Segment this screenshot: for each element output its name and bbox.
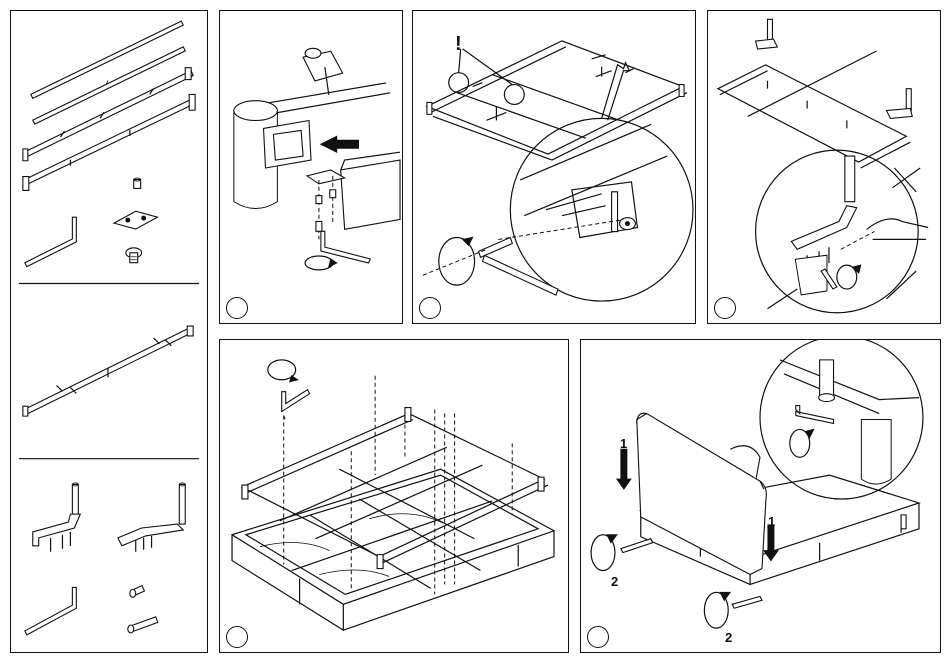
bed-frame-top <box>718 51 910 168</box>
warning-mark: ! <box>455 33 462 56</box>
magnify-callout <box>760 340 923 499</box>
side-rail-end <box>341 152 400 229</box>
hex-key-2 <box>25 587 76 635</box>
rotate-icon <box>268 360 298 382</box>
step-2-number-circle <box>419 297 441 319</box>
step-1-panel <box>219 10 403 324</box>
step-1-illustration <box>220 11 402 323</box>
rotate-icon <box>305 256 337 270</box>
step-5-number-circle <box>587 626 609 648</box>
step-5-label-turn-right: 2 <box>725 630 732 645</box>
step-2-illustration <box>413 11 695 323</box>
step-3-number-circle <box>714 297 736 319</box>
bracket-plate <box>114 211 158 229</box>
step-5-panel: 1 2 1 2 <box>580 339 941 653</box>
step-4-panel <box>219 339 569 653</box>
bracket-left <box>33 483 81 552</box>
step-1-number-circle <box>226 297 248 319</box>
down-arrow-left <box>617 449 631 489</box>
bolt-2 <box>130 586 145 598</box>
step-5-label-down-left: 1 <box>620 436 627 451</box>
step-4-illustration <box>220 340 568 652</box>
long-bolt <box>128 617 158 633</box>
bracket-right <box>118 483 185 552</box>
magnify-callout <box>756 150 919 313</box>
plate-and-bolts <box>307 170 345 239</box>
hex-key <box>25 217 76 266</box>
bracket-top-left <box>756 19 778 49</box>
magnify-callout <box>498 63 693 301</box>
down-arrow-right <box>764 525 778 561</box>
headboard-panel <box>637 413 767 574</box>
hand-icon <box>841 219 928 249</box>
hex-key <box>282 390 310 412</box>
parts-illustration <box>11 11 207 652</box>
rotate-icon-bottom <box>704 592 762 628</box>
bracket-top-right <box>886 89 912 119</box>
parts-panel <box>10 10 208 653</box>
rotate-icon-callout <box>790 429 814 457</box>
step-5-label-turn-left: 2 <box>611 574 618 589</box>
screw <box>126 248 142 263</box>
step-3-panel <box>707 10 941 324</box>
rail-pieces <box>486 67 611 121</box>
center-rail <box>23 326 193 416</box>
bed-frame-top <box>427 41 687 160</box>
step-2-panel: ! <box>412 10 696 324</box>
step-3-illustration <box>708 11 940 323</box>
frame-rail <box>269 48 390 112</box>
bolt <box>134 178 141 188</box>
upper-frame <box>242 408 548 569</box>
bracket-socket <box>264 121 311 168</box>
step-5-label-down-right: 1 <box>768 514 775 529</box>
arrow-icon <box>321 136 359 152</box>
step-5-illustration <box>581 340 940 652</box>
warning-callout <box>449 49 524 105</box>
step-4-number-circle <box>226 626 248 648</box>
rotate-icon-left <box>591 535 653 571</box>
